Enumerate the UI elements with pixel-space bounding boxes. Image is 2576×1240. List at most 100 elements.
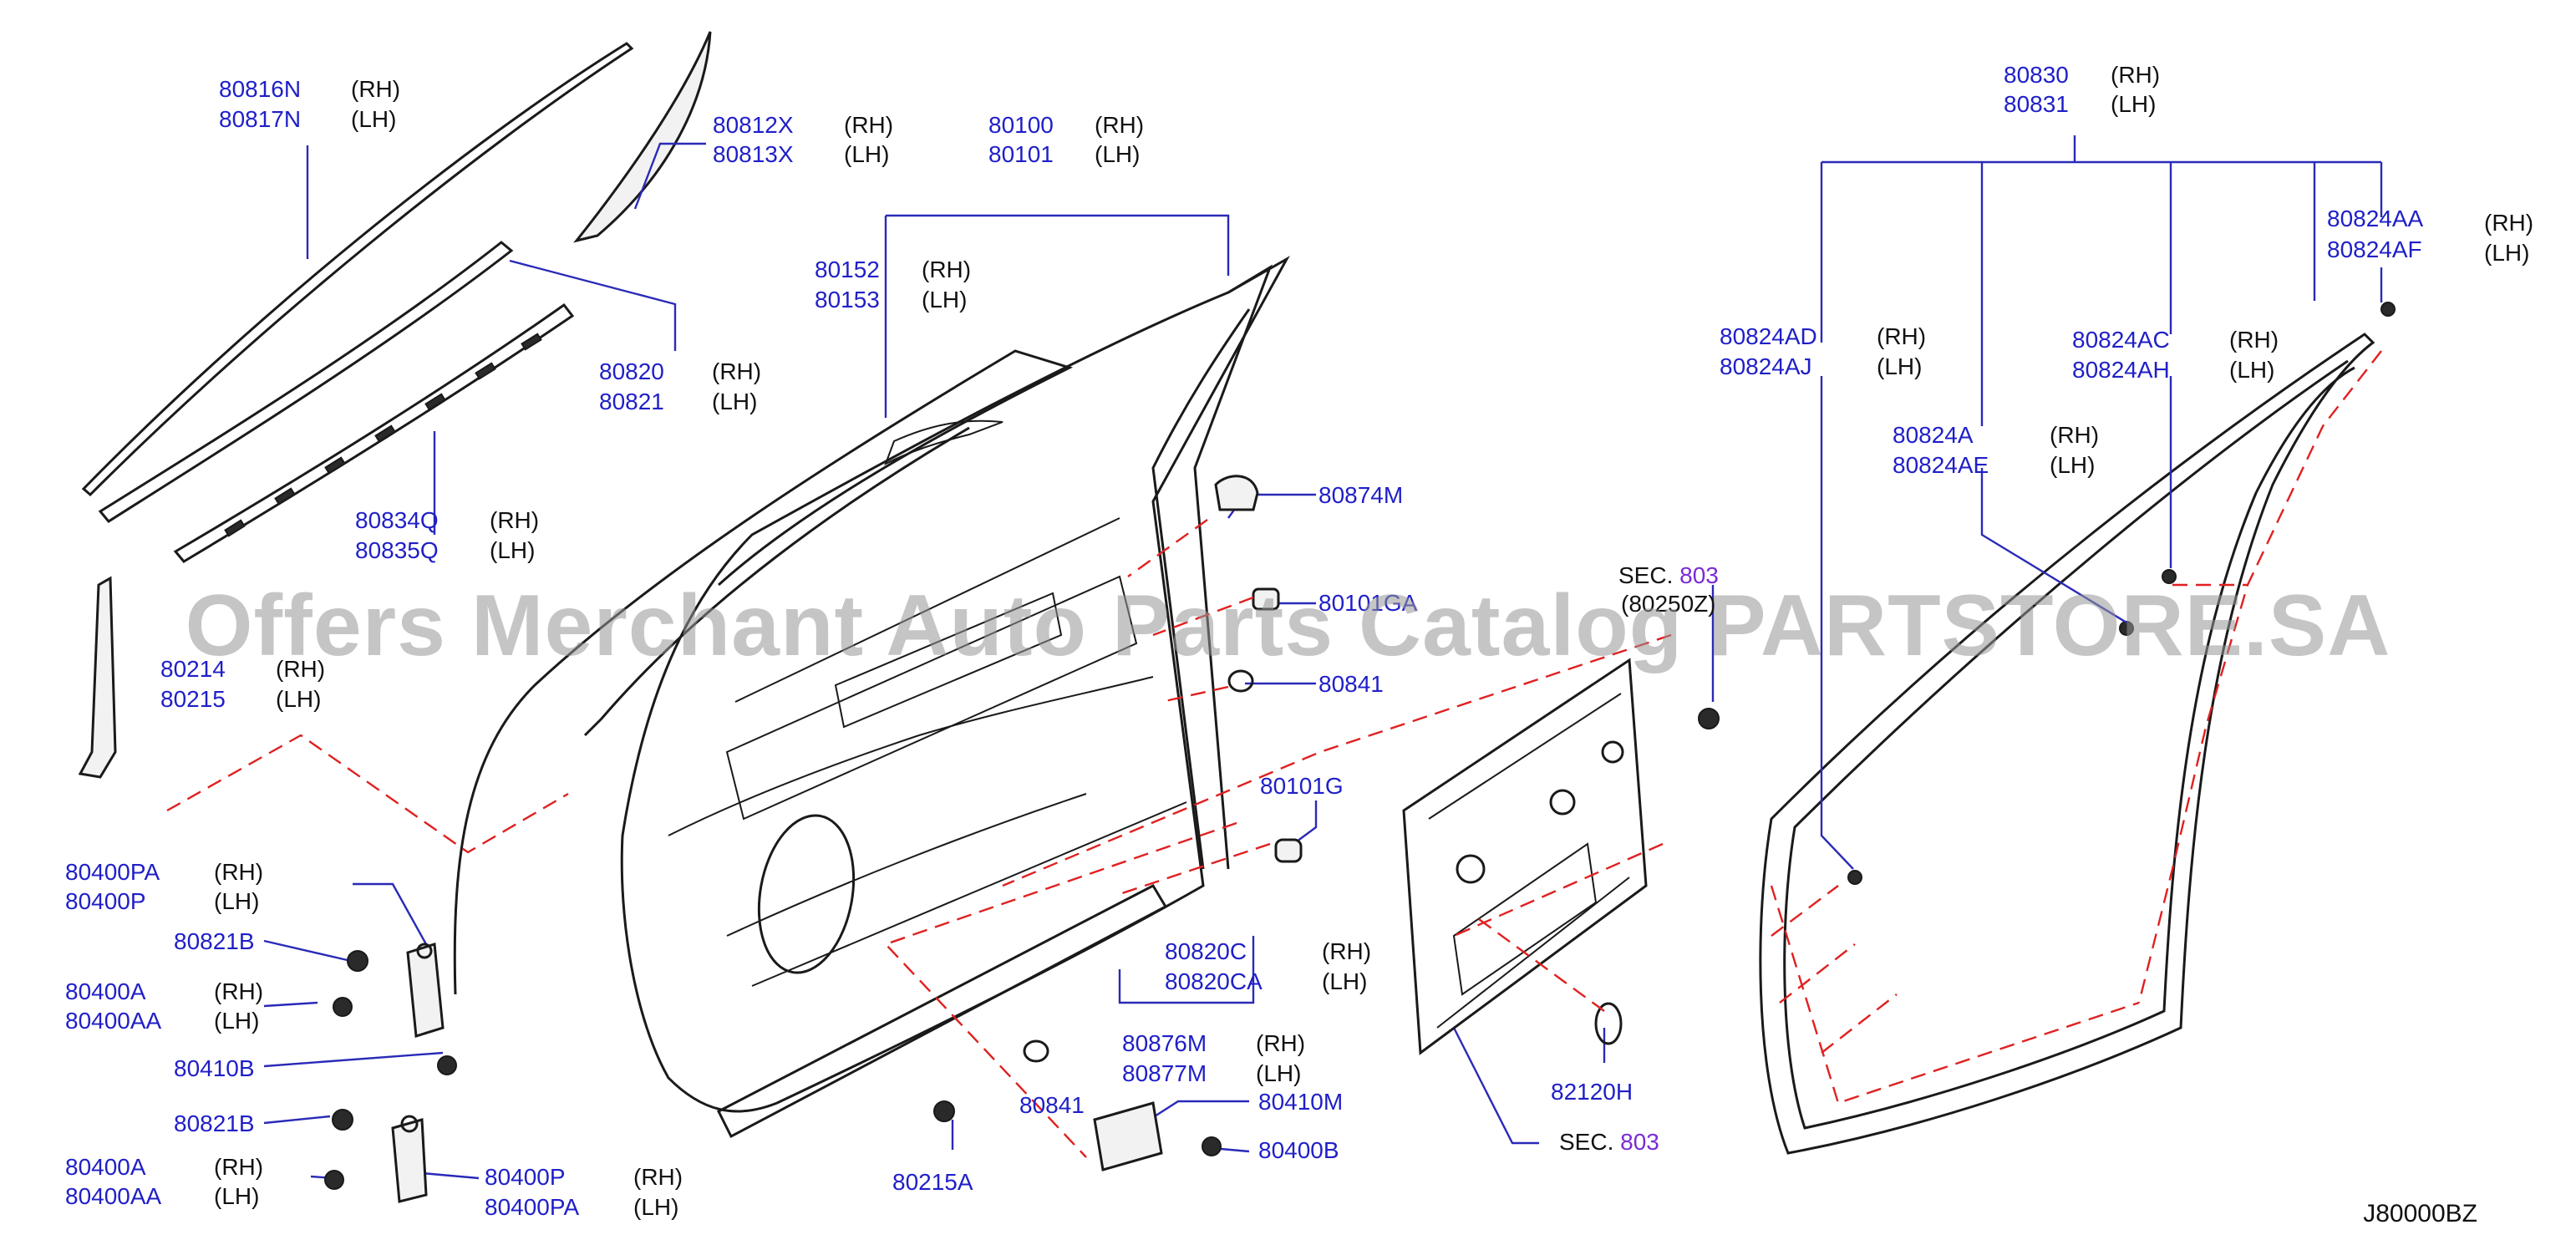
- label-80400P-lower[interactable]: 80400P: [485, 1164, 566, 1190]
- label-80820C[interactable]: 80820C: [1165, 938, 1247, 964]
- bolt-80400B: [1202, 1136, 1222, 1156]
- label-80400PA-lower[interactable]: 80400PA: [485, 1194, 580, 1220]
- section-ref-lower-prefix: SEC.: [1559, 1129, 1614, 1155]
- side-80824AC: (RH): [2229, 327, 2279, 353]
- side-80400AA-upper: (LH): [214, 1008, 260, 1034]
- side-80215: (LH): [276, 686, 322, 712]
- side-80876M: (RH): [1256, 1030, 1306, 1056]
- side-80816N: (RH): [351, 76, 401, 102]
- bolts-left: [324, 950, 457, 1190]
- side-80100: (RH): [1095, 112, 1145, 138]
- label-80820[interactable]: 80820: [599, 358, 664, 384]
- side-80813X: (LH): [844, 141, 890, 167]
- label-80400AA-lower[interactable]: 80400AA: [65, 1183, 162, 1209]
- section-ref-lower[interactable]: SEC. 803: [1559, 1128, 1659, 1156]
- side-80830: (RH): [2111, 62, 2161, 88]
- label-80831[interactable]: 80831: [2004, 91, 2069, 117]
- clip-80101GA: [1252, 587, 1280, 611]
- diagram-code: J80000BZ: [2363, 1200, 2477, 1227]
- label-80824A[interactable]: 80824A: [1893, 422, 1974, 448]
- label-80824AE[interactable]: 80824AE: [1893, 452, 1989, 478]
- section-ref-upper-prefix: SEC.: [1618, 562, 1674, 588]
- label-80100[interactable]: 80100: [988, 112, 1054, 138]
- label-80834Q[interactable]: 80834Q: [355, 507, 439, 533]
- grommet-80874M: [1214, 475, 1259, 511]
- side-80820C: (RH): [1322, 938, 1372, 964]
- side-80824AF: (LH): [2484, 240, 2530, 266]
- side-80400A-upper: (RH): [214, 978, 264, 1004]
- side-80824A: (RH): [2050, 422, 2100, 448]
- label-80215[interactable]: 80215: [160, 686, 226, 712]
- plug-80841-upper: [1227, 669, 1254, 693]
- hinge-lower: [391, 1115, 428, 1203]
- weatherstrip-clips: [1847, 302, 2396, 885]
- label-80153[interactable]: 80153: [815, 287, 880, 313]
- weatherstrip-80834-clips: [224, 333, 542, 537]
- label-80821B-upper[interactable]: 80821B: [174, 928, 255, 954]
- side-80824AH: (LH): [2229, 357, 2275, 383]
- section-ref-upper-sub: (80250Z): [1621, 591, 1716, 617]
- side-80400A-lower: (RH): [214, 1154, 264, 1180]
- label-80214[interactable]: 80214: [160, 656, 226, 682]
- label-80824AD[interactable]: 80824AD: [1720, 323, 1817, 349]
- label-80824AH[interactable]: 80824AH: [2072, 357, 2170, 383]
- label-80821B-lower[interactable]: 80821B: [174, 1110, 255, 1136]
- label-80877M[interactable]: 80877M: [1122, 1060, 1207, 1086]
- side-80824AJ: (LH): [1877, 353, 1923, 379]
- label-80400A-upper[interactable]: 80400A: [65, 978, 146, 1004]
- label-80820CA[interactable]: 80820CA: [1165, 968, 1263, 994]
- label-80101G[interactable]: 80101G: [1260, 773, 1344, 799]
- side-80824AE: (LH): [2050, 452, 2096, 478]
- label-80841-upper[interactable]: 80841: [1318, 671, 1384, 697]
- side-80824AA: (RH): [2484, 210, 2534, 236]
- side-80834Q: (RH): [490, 507, 540, 533]
- side-80400P-lower: (RH): [633, 1164, 683, 1190]
- outer-molding-80816: [81, 42, 634, 497]
- section-ref-upper[interactable]: SEC. 803: [1618, 562, 1719, 590]
- check-link-80410M: [1093, 1101, 1163, 1171]
- leaders-right: [1820, 135, 2383, 870]
- side-80835Q: (LH): [490, 537, 536, 563]
- label-80400A-lower[interactable]: 80400A: [65, 1154, 146, 1180]
- side-80821: (LH): [712, 389, 758, 414]
- label-80215A[interactable]: 80215A: [892, 1169, 973, 1195]
- label-80821[interactable]: 80821: [599, 389, 664, 414]
- label-80101GA[interactable]: 80101GA: [1318, 590, 1418, 616]
- label-80830[interactable]: 80830: [2004, 62, 2069, 88]
- plug-80841-lower: [1023, 1039, 1049, 1063]
- label-80400AA-upper[interactable]: 80400AA: [65, 1008, 162, 1034]
- side-80831: (LH): [2111, 91, 2157, 117]
- label-80817N[interactable]: 80817N: [219, 106, 302, 132]
- side-80153: (LH): [922, 287, 968, 313]
- label-80812X[interactable]: 80812X: [713, 112, 794, 138]
- label-80876M[interactable]: 80876M: [1122, 1030, 1207, 1056]
- label-80813X[interactable]: 80813X: [713, 141, 794, 167]
- side-80400AA-lower: (LH): [214, 1183, 260, 1209]
- label-80400PA[interactable]: 80400PA: [65, 859, 160, 885]
- label-80835Q[interactable]: 80835Q: [355, 537, 439, 563]
- label-80152[interactable]: 80152: [815, 257, 880, 282]
- label-80410M[interactable]: 80410M: [1258, 1089, 1344, 1115]
- leaders-left: [263, 142, 1715, 1180]
- side-80817N: (LH): [351, 106, 397, 132]
- assembly-lines: [166, 350, 2382, 1158]
- label-80400P[interactable]: 80400P: [65, 888, 146, 914]
- door-weatherstrip-80830: [1759, 333, 2375, 1155]
- watermark: Offers Merchant Auto Parts Catalog PARTS…: [185, 577, 2391, 674]
- label-80101[interactable]: 80101: [988, 141, 1054, 167]
- label-82120H[interactable]: 82120H: [1551, 1079, 1633, 1105]
- label-80824AF[interactable]: 80824AF: [2327, 236, 2422, 262]
- label-80400B[interactable]: 80400B: [1258, 1137, 1339, 1163]
- regulator-80250Z: [1402, 658, 1648, 1055]
- label-80824AJ[interactable]: 80824AJ: [1720, 353, 1812, 379]
- label-80816N[interactable]: 80816N: [219, 76, 302, 102]
- label-80841-lower[interactable]: 80841: [1019, 1092, 1085, 1118]
- sash-trim-80812: [573, 31, 712, 243]
- label-80824AA[interactable]: 80824AA: [2327, 206, 2424, 231]
- label-80824AC[interactable]: 80824AC: [2072, 327, 2170, 353]
- hinge-upper: [406, 943, 445, 1038]
- label-80874M[interactable]: 80874M: [1318, 482, 1404, 508]
- label-80410B[interactable]: 80410B: [174, 1055, 255, 1081]
